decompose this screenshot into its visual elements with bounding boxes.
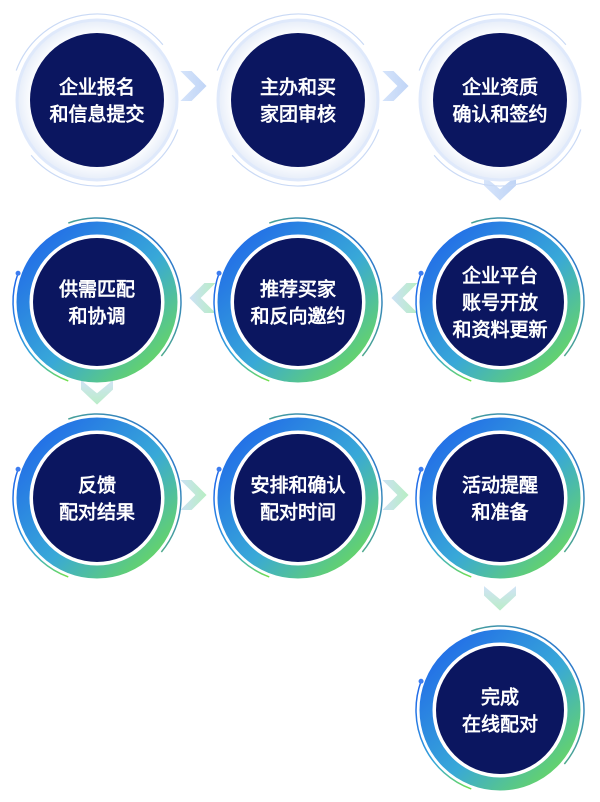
- step-disc: [433, 33, 567, 167]
- step-orbit-line: [269, 217, 383, 357]
- step-disc: [436, 646, 564, 774]
- step-orbit-dot: [418, 270, 424, 276]
- step-disc: [234, 238, 362, 366]
- step-orbit-line: [68, 413, 182, 553]
- step-disc: [436, 434, 564, 562]
- arrow-step9-to-step10: [482, 581, 518, 614]
- step-orbit-line: [418, 13, 567, 71]
- step-orbit-line: [471, 625, 585, 765]
- arrow-step7-to-step8: [175, 478, 210, 512]
- step-disc: [234, 434, 362, 562]
- arrow-step9-to-step10-shape: [482, 581, 518, 614]
- arrow-step5-to-step6: [186, 281, 221, 315]
- arrow-step4-to-step5: [388, 281, 423, 315]
- arrow-step8-to-step9: [377, 478, 412, 512]
- step-orbit-dot: [216, 270, 222, 276]
- step-label-line: 安排和确认: [250, 474, 345, 497]
- step-disc: [231, 33, 365, 167]
- step-orbit-line: [213, 469, 270, 578]
- arrow-step8-to-step9-shape: [377, 478, 412, 512]
- step-orbit-dot: [418, 466, 424, 472]
- process-steps: 企业报名和信息提交主办和买家团审核企业资质确认和签约企业平台账号开放和资料更新推…: [12, 13, 585, 791]
- step-ring: [217, 417, 379, 579]
- step-orbit-line: [433, 129, 582, 187]
- step-label-line: 企业报名: [58, 76, 135, 99]
- arrow-step2-to-step3-shape: [377, 69, 412, 103]
- arrow-step6-to-step7: [79, 375, 115, 408]
- step-ring: [217, 221, 379, 383]
- arrow-step6-to-step7-shape: [79, 375, 115, 408]
- step-ring: [16, 417, 178, 579]
- step-orbit-line: [30, 129, 179, 187]
- step-ring: [419, 629, 581, 791]
- step-orbit-line: [68, 217, 182, 357]
- step-orbit-dot: [216, 466, 222, 472]
- step-label-line: 和信息提交: [49, 103, 144, 126]
- step-label-line: 和资料更新: [452, 318, 547, 341]
- arrow-step1-to-step2-shape: [175, 69, 210, 103]
- step-label-line: 账号开放: [462, 291, 539, 314]
- step-label-line: 推荐买家: [260, 278, 337, 301]
- step-orbit-line: [415, 681, 472, 790]
- step-orbit-line: [213, 273, 270, 382]
- step-orbit-line: [471, 413, 585, 553]
- step-label-line: 供需匹配: [58, 278, 135, 301]
- step-orbit-line: [12, 469, 69, 578]
- step-label-line: 家团审核: [260, 103, 336, 126]
- step-label-line: 配对时间: [260, 501, 336, 524]
- step-label-line: 配对结果: [59, 501, 135, 524]
- step-label-line: 企业资质: [461, 76, 538, 99]
- step-disc: [33, 238, 161, 366]
- step-orbit-line: [12, 273, 69, 382]
- step-orbit-line: [269, 413, 383, 553]
- step-label-line: 反馈: [78, 474, 116, 497]
- arrow-step1-to-step2: [175, 69, 210, 103]
- step-disc: [30, 33, 164, 167]
- step-orbit-line: [471, 217, 585, 357]
- step-label-line: 和准备: [471, 501, 529, 524]
- step-label-line: 和协调: [68, 305, 125, 328]
- step-disc: [436, 238, 564, 366]
- step-label-line: 活动提醒: [462, 474, 538, 497]
- step-orbit-line: [216, 13, 365, 71]
- step-ring: [419, 417, 581, 579]
- step-disc: [33, 434, 161, 562]
- step-orbit-line: [415, 273, 472, 382]
- step-label-line: 企业平台: [461, 264, 538, 287]
- arrow-step5-to-step6-shape: [186, 281, 221, 315]
- step-label-line: 和反向邀约: [250, 305, 345, 328]
- step-orbit-line: [415, 469, 472, 578]
- step-orbit-line: [231, 129, 380, 187]
- step-orbit-line: [15, 13, 164, 71]
- step-ring: [419, 221, 581, 383]
- step-orbit-dot: [15, 466, 21, 472]
- arrow-step4-to-step5-shape: [388, 281, 423, 315]
- step-label-line: 完成: [481, 686, 519, 709]
- step-orbit-dot: [418, 678, 424, 684]
- step-label-line: 主办和买: [260, 76, 336, 99]
- arrow-step2-to-step3: [377, 69, 412, 103]
- step-orbit-dot: [15, 270, 21, 276]
- step-label-line: 在线配对: [462, 713, 538, 736]
- step-ring: [16, 221, 178, 383]
- step-label-line: 确认和签约: [452, 103, 547, 126]
- arrow-step7-to-step8-shape: [175, 478, 210, 512]
